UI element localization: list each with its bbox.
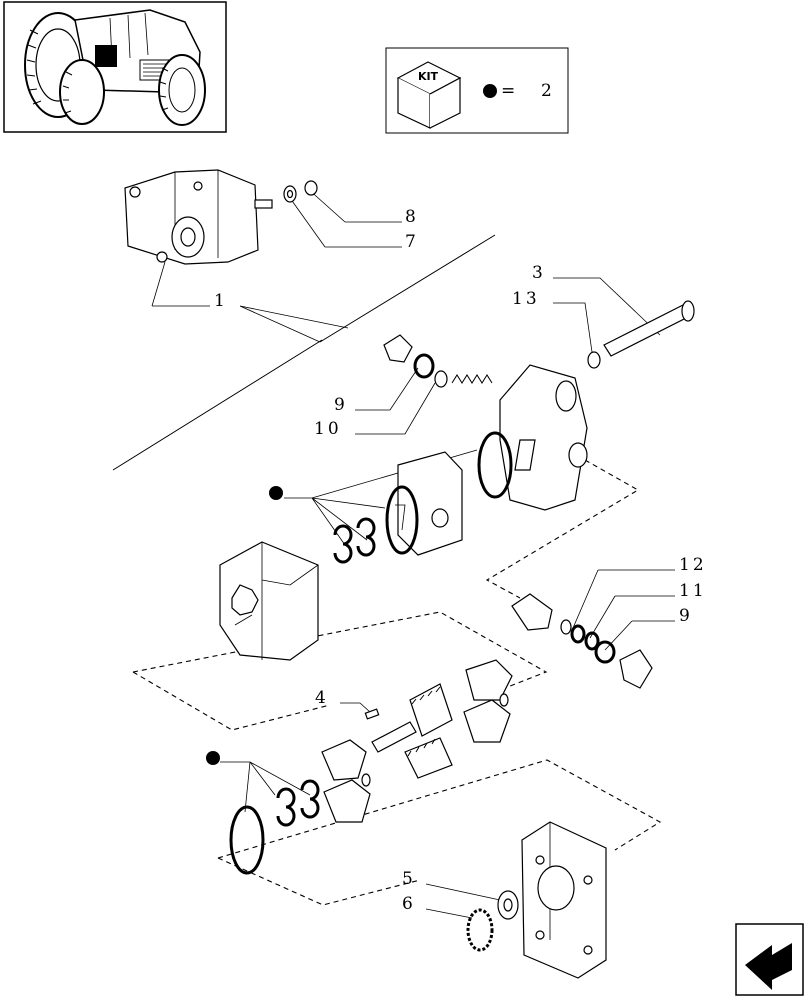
callout-10: 10 <box>314 419 342 439</box>
nut-part-8 <box>304 180 318 196</box>
kit-bullet-lower-icon <box>206 751 220 765</box>
callout-7: 7 <box>405 232 419 252</box>
key-part-4 <box>364 708 380 720</box>
washer-part-7 <box>283 185 297 203</box>
circlip-part-6 <box>466 908 494 952</box>
driven-gear <box>404 737 453 779</box>
callout-13: 13 <box>512 289 540 309</box>
end-cover <box>499 364 588 511</box>
bushing-upper-right <box>465 659 513 707</box>
ring-part-11 <box>570 624 600 651</box>
callout-5: 5 <box>402 869 416 889</box>
kit-legend: KIT = 2 <box>385 47 569 134</box>
o-ring-cover <box>477 431 513 499</box>
relief-spring <box>451 374 493 384</box>
valve-cartridge <box>511 593 553 631</box>
callout-12: 12 <box>679 555 707 575</box>
callout-1: 1 <box>214 291 228 311</box>
mounting-flange <box>521 821 607 979</box>
o-ring-part-9-lower <box>594 640 616 664</box>
seal-ring-lower <box>229 805 265 875</box>
kit-ref-number: 2 <box>541 81 555 101</box>
tractor-thumbnail <box>3 1 227 133</box>
callout-9-upper: 9 <box>334 395 348 415</box>
kit-equals: = <box>501 81 518 101</box>
washer-part-13 <box>587 351 601 369</box>
next-page-arrow-icon[interactable] <box>735 923 804 996</box>
callout-labels: 8 7 1 3 13 9 10 12 11 9 4 5 6 <box>214 207 707 914</box>
kit-bullet-icon <box>483 84 497 98</box>
callout-9-lower: 9 <box>679 606 693 626</box>
drive-gear <box>371 683 453 753</box>
bushing-left-lower <box>323 779 371 823</box>
kit-box-icon: KIT <box>396 61 462 129</box>
seal-part-5 <box>497 890 519 920</box>
kit-label: KIT <box>418 70 439 83</box>
gear-housing <box>219 541 319 661</box>
kit-bullet-upper-icon <box>269 486 283 500</box>
plug-part-upper <box>383 334 413 363</box>
backup-rings-lower <box>276 779 320 827</box>
callout-11: 11 <box>679 581 707 601</box>
backup-rings-upper <box>333 517 376 564</box>
seal-plate <box>397 451 463 556</box>
seal-ring-large <box>385 485 419 555</box>
assembly-paths <box>132 459 662 906</box>
callout-3: 3 <box>532 263 546 283</box>
plug-part-lower <box>619 649 653 689</box>
washer-part-10 <box>434 370 448 388</box>
bushing-mid-right <box>463 699 511 743</box>
o-ring-part-9-upper <box>413 353 435 379</box>
bolt-part-3 <box>603 300 695 357</box>
washer-part-12 <box>560 619 572 635</box>
callout-4: 4 <box>315 688 329 708</box>
leader-lines <box>112 187 675 919</box>
pump-assembly <box>124 169 273 265</box>
callout-6: 6 <box>402 894 416 914</box>
bushing-left <box>321 739 371 787</box>
callout-8: 8 <box>405 207 419 227</box>
